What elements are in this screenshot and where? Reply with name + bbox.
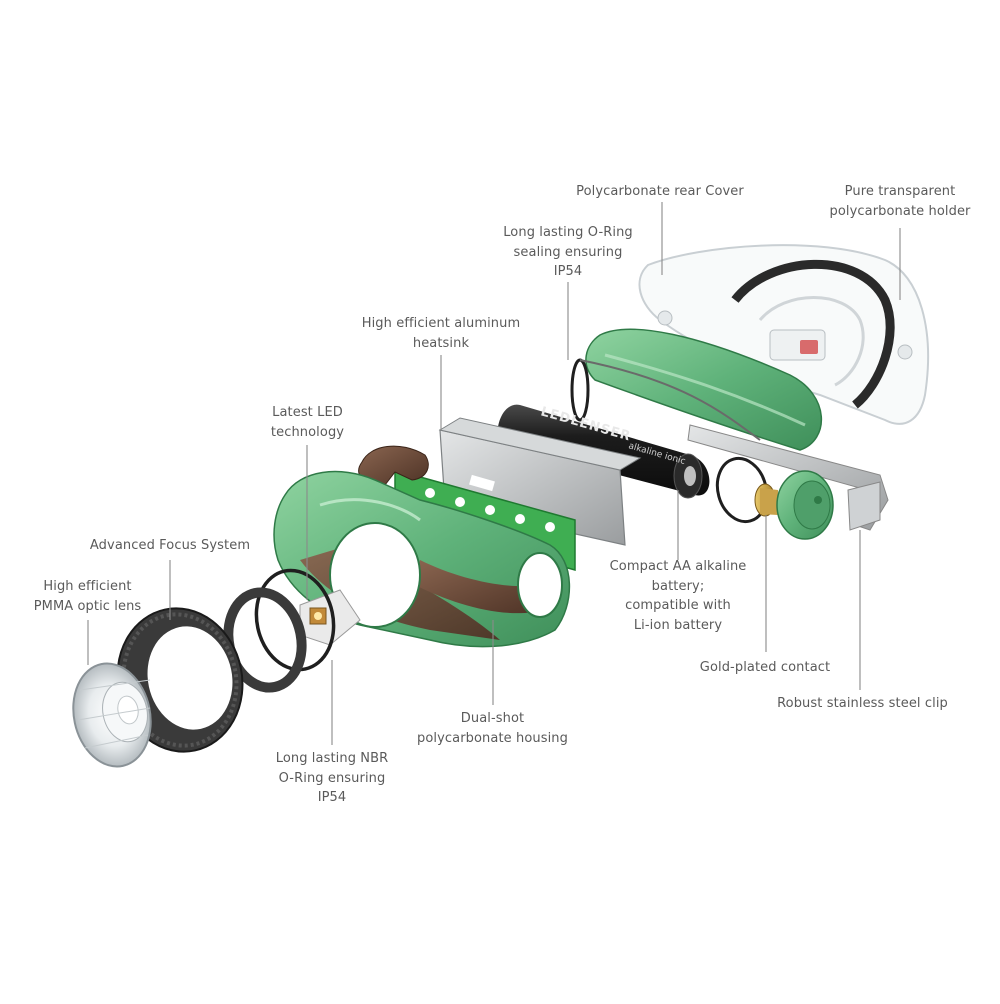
leader-lines — [87, 202, 901, 745]
label-o-ring-top: Long lasting O-Ring sealing ensuring IP5… — [503, 225, 633, 279]
contact-cap — [715, 456, 834, 540]
label-optic-lens: High efficient PMMA optic lens — [33, 579, 142, 614]
label-gold-contact: Gold-plated contact — [699, 660, 831, 675]
label-heatsink: High efficient aluminum heatsink — [361, 316, 521, 351]
label-transparent-holder: Pure transparent polycarbonate holder — [829, 184, 971, 219]
rear-cover — [585, 328, 822, 451]
label-housing: Dual-shot polycarbonate housing — [416, 711, 569, 746]
label-battery: Compact AA alkaline battery; compatible … — [609, 559, 747, 633]
transparent-holder — [638, 244, 929, 425]
label-nbr-o-ring: Long lasting NBR O-Ring ensuring IP54 — [275, 751, 389, 805]
label-led: Latest LED technology — [270, 405, 345, 440]
label-focus-system: Advanced Focus System — [89, 538, 251, 553]
label-rear-cover: Polycarbonate rear Cover — [576, 184, 744, 199]
top-o-ring — [570, 358, 761, 441]
steel-clip — [687, 424, 889, 531]
optic-lens — [72, 662, 152, 768]
label-steel-clip: Robust stainless steel clip — [777, 696, 948, 711]
